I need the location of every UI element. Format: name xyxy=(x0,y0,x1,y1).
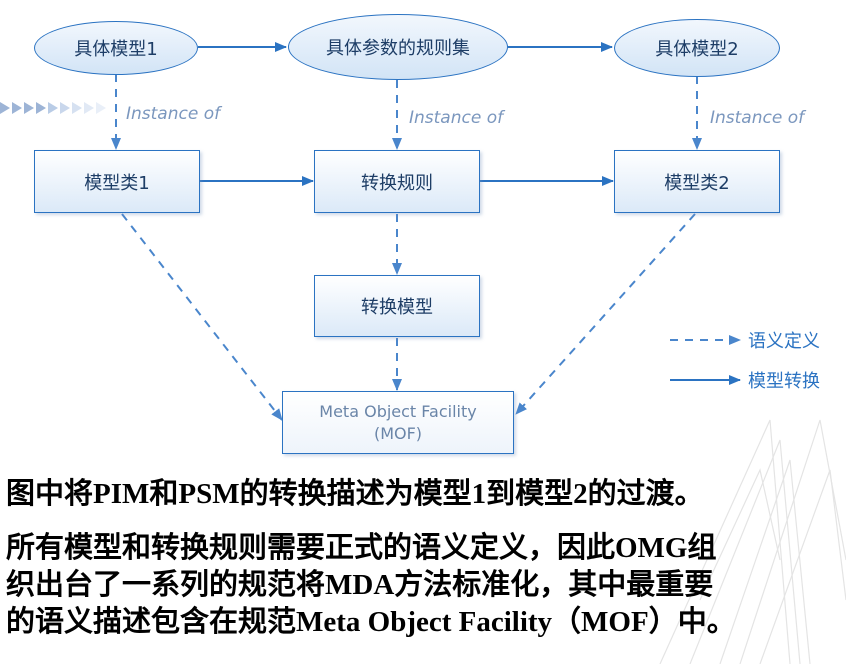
legend-semantic-def: 语义定义 xyxy=(748,331,820,352)
node-concrete-model-2: 具体模型2 xyxy=(614,19,780,77)
instance-label-1: Instance of xyxy=(126,104,221,124)
paragraph-line-4: 的语义描述包含在规范Meta Object Facility（MOF）中。 xyxy=(6,606,736,638)
node-label: 模型类2 xyxy=(664,172,730,194)
instance-label-3: Instance of xyxy=(710,108,805,128)
instance-label-2: Instance of xyxy=(409,108,504,128)
node-concrete-model-1: 具体模型1 xyxy=(34,21,198,75)
node-label: 具体模型2 xyxy=(655,39,739,60)
paragraph-line-2: 所有模型和转换规则需要正式的语义定义，因此OMG组 xyxy=(6,532,717,564)
arrow-class1-to-mof xyxy=(121,213,283,421)
node-label: 转换模型 xyxy=(361,297,433,318)
node-transform-rule: 转换规则 xyxy=(314,150,480,213)
node-label: 具体模型1 xyxy=(74,39,158,60)
connector-layer xyxy=(0,42,741,421)
legend-model-transform: 模型转换 xyxy=(748,371,820,392)
node-label: 具体参数的规则集 xyxy=(326,38,470,59)
node-model-class-2: 模型类2 xyxy=(614,150,780,213)
node-label: 模型类1 xyxy=(84,172,150,194)
paragraph-line-3: 织出台了一系列的规范将MDA方法标准化，其中最重要 xyxy=(6,569,714,601)
node-transform-model: 转换模型 xyxy=(314,275,480,337)
mof-line-2: (MOF) xyxy=(373,423,423,443)
paragraph-line-1: 图中将PIM和PSM的转换描述为模型1到模型2的过渡。 xyxy=(6,478,704,510)
mof-line-1: Meta Object Facility xyxy=(319,401,477,421)
node-concrete-rules: 具体参数的规则集 xyxy=(288,14,508,80)
node-mof: Meta Object Facility (MOF) xyxy=(282,391,514,454)
decorative-arrow-strip xyxy=(0,102,106,114)
node-model-class-1: 模型类1 xyxy=(34,150,200,213)
node-label: 转换规则 xyxy=(361,172,433,194)
